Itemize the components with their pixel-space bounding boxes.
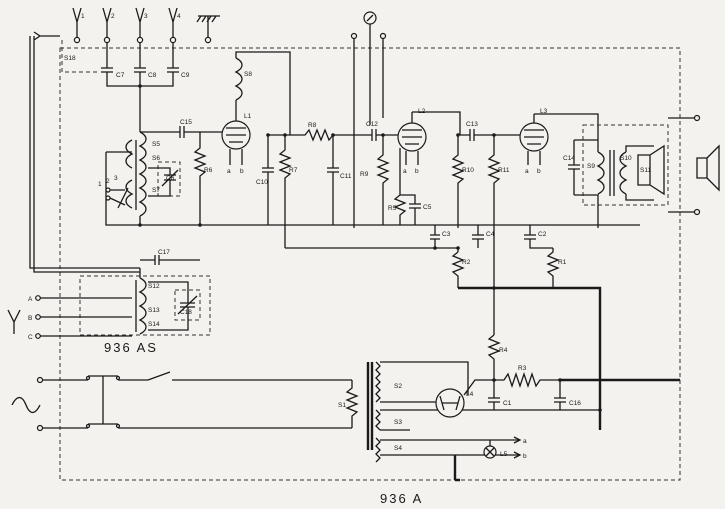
c15-label: C15 xyxy=(180,119,192,126)
heater-bus-a: a xyxy=(523,438,527,445)
mains-ac-icon xyxy=(11,396,41,414)
r3-label: R3 xyxy=(518,365,527,372)
s13-label: S13 xyxy=(148,307,160,314)
s9-label: S9 xyxy=(587,163,595,170)
speaker-coil-icon xyxy=(637,144,665,196)
c13-label: C13 xyxy=(466,121,478,128)
shield-lead xyxy=(29,31,140,273)
rectifier-tube-l4 xyxy=(420,379,494,418)
band-label-3: 3 xyxy=(114,175,118,182)
c11-label: C11 xyxy=(340,173,352,180)
s2-label: S2 xyxy=(394,383,402,390)
r8-label: R8 xyxy=(308,122,317,129)
r11-label: R11 xyxy=(498,167,510,174)
tube-l1 xyxy=(221,51,291,165)
s6-label: S6 xyxy=(152,155,160,162)
c3-label: C3 xyxy=(442,231,451,238)
l2-pin-a: a xyxy=(403,168,407,175)
c10-label: C10 xyxy=(256,179,268,186)
r2-label: R2 xyxy=(462,259,471,266)
aux-board-outline xyxy=(79,275,211,336)
c1-label: C1 xyxy=(503,400,512,407)
l1-pin-b: b xyxy=(240,168,244,175)
aux-input-b: B xyxy=(28,315,32,322)
antenna-terminal-3 xyxy=(135,7,145,44)
s7-label: S7 xyxy=(152,187,160,194)
r6-label: R6 xyxy=(204,167,213,174)
band-label-2: 2 xyxy=(106,178,110,185)
input-coil-block xyxy=(105,131,181,226)
l1-pin-a: a xyxy=(227,168,231,175)
r9-label: R9 xyxy=(360,171,369,178)
l4-label: L4 xyxy=(466,391,474,398)
c4-label: C4 xyxy=(486,231,495,238)
r5-label: R5 xyxy=(388,205,397,212)
c8-label: C8 xyxy=(148,72,157,79)
antenna-label-4: 4 xyxy=(177,13,181,20)
s5-label: S5 xyxy=(152,141,160,148)
r1-label: R1 xyxy=(558,259,567,266)
s3-label: S3 xyxy=(394,419,402,426)
antenna-label-2: 2 xyxy=(111,13,115,20)
r4-label: R4 xyxy=(499,347,508,354)
l1-label: L1 xyxy=(244,113,252,120)
external-speaker-icon xyxy=(696,144,720,192)
antenna-terminal-1 xyxy=(72,7,82,44)
l5-label: L5 xyxy=(500,451,508,458)
l3-pin-a: a xyxy=(525,168,529,175)
c18-label: C18 xyxy=(180,309,192,316)
aux-input-a: A xyxy=(28,296,33,303)
tube-l3 xyxy=(519,114,549,165)
antenna-label-3: 3 xyxy=(144,13,148,20)
c14-label: C14 xyxy=(563,155,575,162)
s11-label: S11 xyxy=(640,167,651,174)
c12-label: C12 xyxy=(366,121,378,128)
s10-label: S10 xyxy=(620,155,632,162)
switch-label: S18 xyxy=(64,55,76,62)
r7-label: R7 xyxy=(289,167,298,174)
s14-label: S14 xyxy=(148,321,160,328)
aux-input-c: C xyxy=(28,334,33,341)
c16-label: C16 xyxy=(569,400,581,407)
main-board-label: 936 A xyxy=(380,491,423,506)
s4-label: S4 xyxy=(394,445,402,452)
c6-label: C6 xyxy=(166,175,175,182)
l3-pin-b: b xyxy=(537,168,541,175)
c7-label: C7 xyxy=(116,72,125,79)
c17-label: C17 xyxy=(158,249,170,256)
antenna-terminal-2 xyxy=(102,7,112,44)
s8-label: S8 xyxy=(244,71,252,78)
tube-l2 xyxy=(397,112,427,165)
s12-label: S12 xyxy=(148,283,160,290)
s1-label: S1 xyxy=(338,402,346,409)
c5-label: C5 xyxy=(423,204,432,211)
heater-bus-b: b xyxy=(523,453,527,460)
l3-label: L3 xyxy=(540,108,548,115)
c9-top-label: C9 xyxy=(181,72,190,79)
l2-pin-b: b xyxy=(415,168,419,175)
band-label-1: 1 xyxy=(98,181,102,188)
mains-switch xyxy=(85,375,121,429)
antenna-terminal-4 xyxy=(168,7,178,44)
aux-board-label: 936 AS xyxy=(104,340,158,355)
pilot-lamp-l5-icon xyxy=(483,440,497,459)
output-shield xyxy=(582,124,669,206)
r10-label: R10 xyxy=(462,167,474,174)
c2-label: C2 xyxy=(538,231,547,238)
aux-antenna-icon xyxy=(7,309,21,334)
ground-terminal xyxy=(196,15,220,44)
junction-dots xyxy=(138,84,602,412)
antenna-label-1: 1 xyxy=(81,13,85,20)
